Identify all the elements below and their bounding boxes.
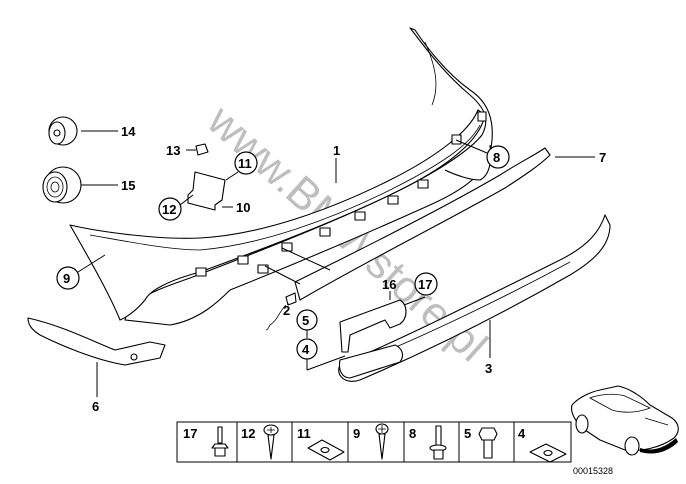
hardware-legend: 17 12 11 9 — [176, 421, 572, 463]
svg-text:8: 8 — [493, 150, 500, 165]
callout-4[interactable]: 4 — [296, 338, 318, 360]
legend-item-11[interactable]: 11 — [297, 426, 345, 461]
clip-nut-icon — [529, 443, 567, 463]
part-16-mounting-bracket[interactable] — [339, 299, 407, 353]
tapping-screw-icon — [263, 424, 279, 460]
svg-text:11: 11 — [297, 426, 311, 441]
callout-11[interactable]: 11 — [234, 151, 258, 175]
spring-nut-icon — [307, 439, 345, 461]
callout-9[interactable]: 9 — [56, 266, 80, 290]
car-location-thumbnail — [571, 385, 679, 456]
callout-10[interactable]: 10 — [236, 200, 250, 215]
reference-code: 00015328 — [573, 466, 613, 476]
callout-5[interactable]: 5 — [296, 309, 318, 331]
svg-text:9: 9 — [63, 271, 70, 286]
part-2-sensor-bracket[interactable] — [257, 264, 297, 331]
leader-lines — [77, 130, 595, 397]
callout-7[interactable]: 7 — [599, 150, 606, 165]
legend-item-17[interactable]: 17 — [183, 426, 229, 457]
callouts: 1 2 3 4 5 6 7 8 9 10 11 12 13 — [56, 124, 606, 414]
legend-item-5[interactable]: 5 — [464, 426, 498, 459]
callout-8[interactable]: 8 — [486, 145, 510, 169]
svg-text:12: 12 — [241, 426, 255, 441]
svg-text:5: 5 — [302, 313, 309, 328]
callout-2[interactable]: 2 — [283, 303, 290, 318]
part-10-bracket[interactable] — [187, 171, 226, 211]
svg-text:11: 11 — [238, 156, 252, 171]
svg-text:17: 17 — [418, 277, 432, 292]
part-1-bumper-trim[interactable] — [69, 27, 493, 326]
callout-6[interactable]: 6 — [92, 399, 99, 414]
part-7-trim-strip[interactable] — [294, 147, 551, 301]
callout-14[interactable]: 14 — [121, 124, 136, 139]
svg-text:9: 9 — [353, 426, 360, 441]
callout-1[interactable]: 1 — [333, 143, 340, 158]
part-6-side-trim[interactable] — [27, 317, 166, 366]
callout-16[interactable]: 16 — [382, 277, 396, 292]
callout-12[interactable]: 12 — [158, 197, 182, 221]
legend-item-9[interactable]: 9 — [353, 423, 389, 460]
svg-text:5: 5 — [464, 426, 471, 441]
callout-3[interactable]: 3 — [485, 361, 492, 376]
part-4-lower-bracket[interactable] — [338, 344, 404, 379]
svg-text:17: 17 — [183, 426, 197, 441]
svg-text:4: 4 — [302, 342, 310, 357]
legend-item-4[interactable]: 4 — [518, 426, 567, 463]
legend-item-8[interactable]: 8 — [409, 425, 447, 460]
callout-13[interactable]: 13 — [166, 143, 180, 158]
legend-item-12[interactable]: 12 — [241, 424, 279, 460]
part-15-buffer-large[interactable] — [42, 166, 82, 204]
svg-text:8: 8 — [409, 426, 416, 441]
svg-text:12: 12 — [162, 202, 176, 217]
part-13-cap[interactable] — [195, 143, 209, 156]
hex-bolt-icon — [478, 427, 498, 459]
stud-bolt-icon — [429, 425, 447, 460]
callout-17[interactable]: 17 — [414, 272, 438, 296]
svg-text:4: 4 — [518, 426, 526, 441]
part-14-buffer-small[interactable] — [48, 116, 78, 146]
expanding-rivet-icon — [211, 426, 229, 457]
callout-15[interactable]: 15 — [121, 178, 135, 193]
screw-icon — [375, 423, 389, 460]
